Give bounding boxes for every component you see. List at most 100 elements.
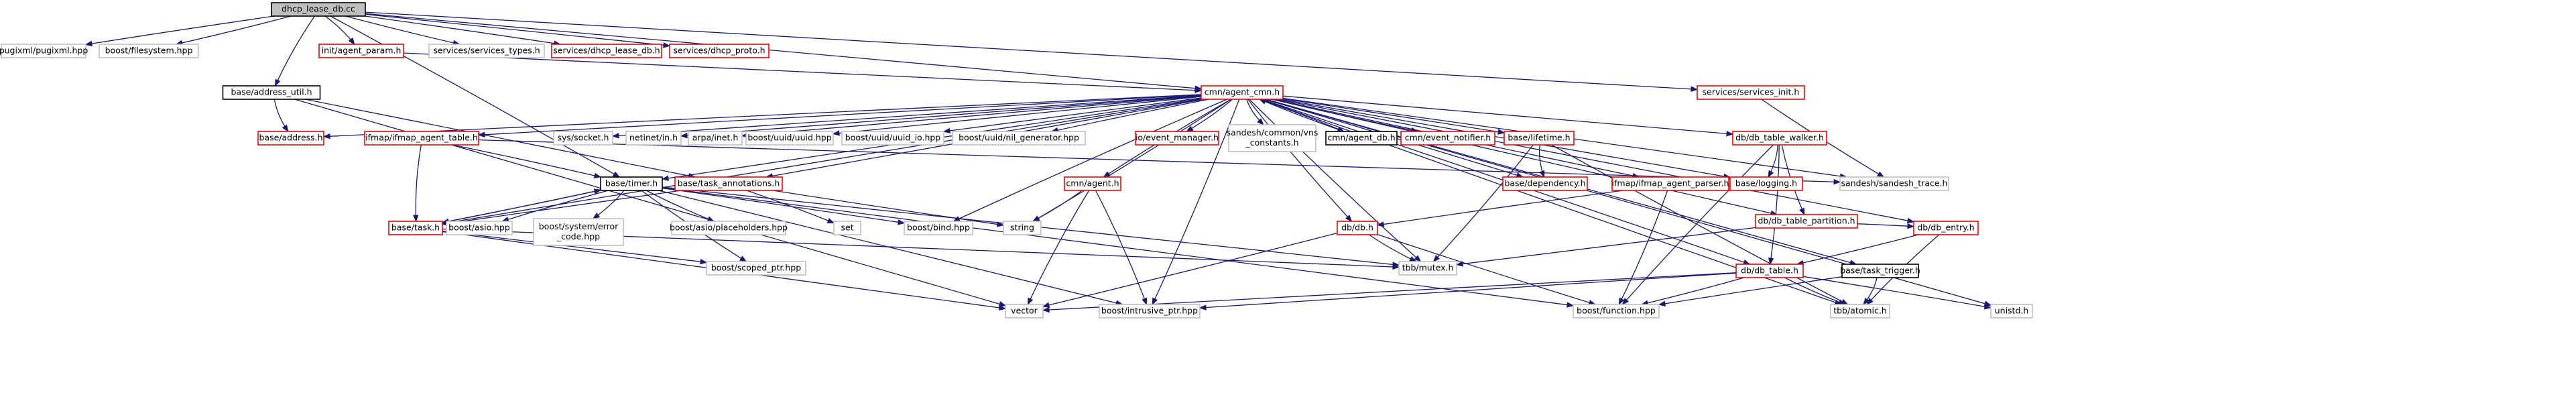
edge-arrowhead <box>1618 297 1625 306</box>
node-boost-function[interactable]: boost/function.hpp <box>1573 304 1660 319</box>
edge-db_table_walker-to-db_table <box>1768 144 1780 266</box>
edge-cmn_agent-to-intrusive_ptr <box>1095 190 1148 306</box>
node-asio-placeholders[interactable]: boost/asio/placeholders.hpp <box>670 221 788 235</box>
edge-db_table_partition-to-tbb_mutex <box>1455 227 1756 267</box>
node-task-annotations[interactable]: base/task_annotations.h <box>674 176 783 191</box>
edge-arrowhead <box>1414 255 1422 262</box>
node-box <box>1099 304 1201 319</box>
node-root[interactable]: dhcp_lease_db.cc <box>271 2 366 17</box>
edge-line <box>1247 99 1352 222</box>
node-addr-util[interactable]: base/address_util.h <box>222 85 321 100</box>
node-base-dependency[interactable]: base/dependency.h <box>1502 176 1588 191</box>
node-vector[interactable]: vector <box>1005 304 1044 319</box>
node-base-task[interactable]: base/task.h <box>388 221 443 235</box>
node-services-dhcp-proto[interactable]: services/dhcp_proto.h <box>669 44 770 58</box>
node-box <box>1611 176 1729 191</box>
node-label: _code.hpp <box>556 231 600 241</box>
edge-arrowhead <box>1258 99 1267 105</box>
edge-line <box>833 96 1202 135</box>
node-label: sandesh/sandesh_trace.h <box>1841 178 1948 188</box>
node-intrusive-ptr[interactable]: boost/intrusive_ptr.hpp <box>1099 304 1201 319</box>
node-db-db[interactable]: db/db.h <box>1337 221 1378 235</box>
node-boost-fs[interactable]: boost/filesystem.hpp <box>99 44 199 58</box>
edge-root-to-pugixml <box>84 15 274 47</box>
node-tbb-atomic[interactable]: tbb/atomic.h <box>1830 304 1890 319</box>
node-base-address[interactable]: base/address.h <box>257 131 324 146</box>
node-box <box>1400 131 1495 146</box>
node-tbb-mutex[interactable]: tbb/mutex.h <box>1398 261 1457 276</box>
node-label: cmn/agent_cmn.h <box>1205 87 1280 97</box>
node-ifmap-agent-parser[interactable]: ifmap/ifmap_agent_parser.h <box>1611 176 1729 191</box>
node-cmn-agent-cmn[interactable]: cmn/agent_cmn.h <box>1201 85 1284 100</box>
node-string[interactable]: string <box>1003 221 1042 235</box>
edge-arrowhead <box>1152 297 1158 306</box>
node-set[interactable]: set <box>833 221 861 235</box>
node-init-agent-param[interactable]: init/agent_param.h <box>318 44 404 58</box>
node-cmn-agent-db[interactable]: cmn/agent_db.h <box>1325 131 1398 146</box>
node-db-entry[interactable]: db/db_entry.h <box>1913 221 1979 235</box>
edge-cmn_agent_cmn-to-base_lifetime <box>1282 98 1506 135</box>
edge-arrowhead <box>1032 215 1040 222</box>
node-netinet-in[interactable]: netinet/in.h <box>625 131 682 146</box>
node-base-lifetime[interactable]: base/lifetime.h <box>1504 131 1575 146</box>
node-label: ifmap/ifmap_agent_parser.h <box>1612 178 1729 188</box>
edge-line <box>1249 99 1421 262</box>
node-box <box>1697 85 1805 100</box>
node-base-logging[interactable]: base/logging.h <box>1729 176 1803 191</box>
edge-arrowhead <box>707 216 715 222</box>
node-services-init[interactable]: services/services_init.h <box>1697 85 1805 100</box>
edge-arrowhead <box>1194 87 1203 93</box>
edge-cmn_agent_cmn-to-base_address <box>322 94 1202 139</box>
edge-base_lifetime-to-base_dependency <box>1539 144 1545 178</box>
node-box <box>1 44 86 58</box>
edge-base_task-to-base_timer <box>442 188 602 223</box>
edge-arrowhead <box>348 37 355 46</box>
node-uuid-hpp[interactable]: boost/uuid/uuid.hpp <box>745 131 834 146</box>
node-sandesh-trace[interactable]: sandesh/sandesh_trace.h <box>1839 176 1949 191</box>
node-db-table[interactable]: db/db_table.h <box>1735 264 1804 278</box>
edge-arrowhead <box>1186 125 1194 132</box>
node-box <box>1830 304 1890 319</box>
edge-arrowhead <box>593 188 602 194</box>
node-label: services/services_types.h <box>433 46 540 56</box>
node-label: services/dhcp_proto.h <box>673 46 765 56</box>
node-label: string <box>1010 223 1034 233</box>
node-box <box>1732 131 1827 146</box>
node-box <box>257 131 324 146</box>
node-box <box>1573 304 1660 319</box>
node-unistd[interactable]: unistd.h <box>1990 304 2033 319</box>
node-event-manager[interactable]: io/event_manager.h <box>1135 131 1219 146</box>
node-arpa-inet[interactable]: arpa/inet.h <box>688 131 743 146</box>
node-label: base/address_util.h <box>231 87 312 97</box>
node-event-notifier[interactable]: cmn/event_notifier.h <box>1400 131 1495 146</box>
node-db-table-walker[interactable]: db/db_table_walker.h <box>1732 131 1827 146</box>
edge-line <box>1282 98 1505 133</box>
edge-cmn_agent_cmn-to-netinet_in <box>680 95 1202 139</box>
node-box <box>1064 176 1121 191</box>
node-label: services/services_init.h <box>1703 87 1800 97</box>
node-task-trigger[interactable]: base/task_trigger.h <box>1840 264 1920 278</box>
edge-arrowhead <box>1455 261 1463 267</box>
node-services-dhcp-lease-db[interactable]: services/dhcp_lease_db.h <box>551 44 662 58</box>
node-sys-socket[interactable]: sys/socket.h <box>553 131 613 146</box>
node-label: boost/scoped_ptr.hpp <box>711 263 801 273</box>
edge-arrowhead <box>413 215 419 223</box>
node-boost-bind[interactable]: boost/bind.hpp <box>904 221 973 235</box>
edge-arrowhead <box>1768 170 1774 178</box>
edge-line <box>1377 233 1596 305</box>
node-label: base/task.h <box>391 223 440 233</box>
node-ifmap-agent-table[interactable]: ifmap/ifmap_agent_table.h <box>364 131 479 146</box>
node-label: boost/asio/placeholders.hpp <box>670 223 788 233</box>
node-services-types[interactable]: services/services_types.h <box>428 44 545 58</box>
node-system-error[interactable]: boost/system/error_code.hpp <box>533 218 624 246</box>
node-db-table-partition[interactable]: db/db_table_partition.h <box>1755 214 1858 229</box>
node-base-timer[interactable]: base/timer.h <box>600 176 663 191</box>
node-vns-constants[interactable]: sandesh/common/vns_constants.h <box>1227 124 1318 152</box>
edge-arrowhead <box>84 40 93 47</box>
node-uuid-io[interactable]: boost/uuid/uuid_io.hpp <box>841 131 944 146</box>
node-cmn-agent[interactable]: cmn/agent.h <box>1064 176 1121 191</box>
node-pugixml[interactable]: pugixml/pugixml.hpp <box>0 44 88 58</box>
node-boost-asio[interactable]: boost/asio.hpp <box>446 221 513 235</box>
node-scoped-ptr[interactable]: boost/scoped_ptr.hpp <box>706 261 806 276</box>
node-nil-gen[interactable]: boost/uuid/nil_generator.hpp <box>952 131 1086 146</box>
